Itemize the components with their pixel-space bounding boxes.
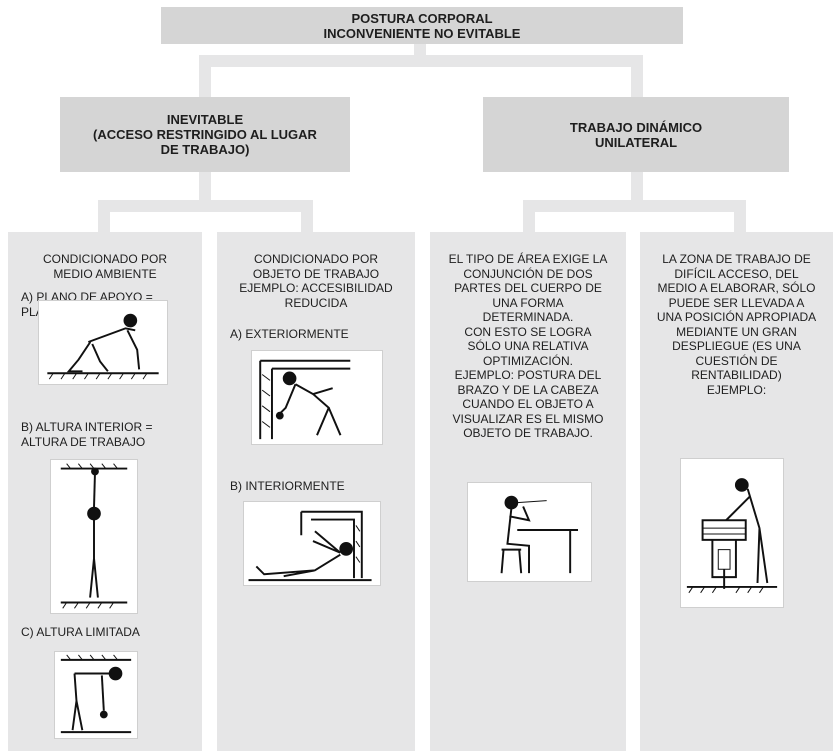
dynamic-work-line2: UNILATERAL bbox=[594, 134, 678, 150]
lying-worker-figure bbox=[243, 501, 381, 586]
hanging-arm-figure bbox=[50, 459, 138, 614]
leaning-machine-worker-figure bbox=[680, 458, 784, 608]
root-box: POSTURA CORPORAL INCONVENIENTE NO EVITAB… bbox=[161, 7, 683, 44]
kneeling-worker-figure bbox=[38, 300, 168, 385]
limited-height-label: C) ALTURA LIMITADA bbox=[21, 625, 140, 639]
column-environment: CONDICIONADO POR MEDIO AMBIENTE A) PLANO… bbox=[8, 232, 202, 751]
column-area-type-text: EL TIPO DE ÁREA EXIGE LA CONJUNCIÓN DE D… bbox=[448, 252, 608, 440]
inevitable-line1: INEVITABLE bbox=[166, 112, 244, 127]
column-difficult-access-text: LA ZONA DE TRABAJO DE DIFÍCIL ACCESO, DE… bbox=[656, 252, 817, 397]
inevitable-line2: (ACCESO RESTRINGIDO AL LUGAR bbox=[93, 127, 317, 142]
exterior-label: A) EXTERIORMENTE bbox=[230, 327, 349, 341]
column-environment-heading: CONDICIONADO POR MEDIO AMBIENTE bbox=[42, 252, 167, 281]
bent-over-figure bbox=[54, 651, 138, 739]
seated-desk-worker-figure bbox=[467, 482, 592, 582]
dynamic-work-line1: TRABAJO DINÁMICO bbox=[569, 119, 703, 135]
column-work-object: CONDICIONADO POR OBJETO DE TRABAJO EJEMP… bbox=[217, 232, 415, 751]
squatting-worker-figure bbox=[251, 350, 383, 445]
inevitable-line3: DE TRABAJO) bbox=[160, 142, 250, 157]
interior-label: B) INTERIORMENTE bbox=[230, 479, 345, 493]
column-difficult-access: LA ZONA DE TRABAJO DE DIFÍCIL ACCESO, DE… bbox=[640, 232, 833, 751]
column-work-object-heading: CONDICIONADO POR OBJETO DE TRABAJO EJEMP… bbox=[239, 252, 393, 310]
interior-height-label: B) ALTURA INTERIOR = ALTURA DE TRABAJO bbox=[21, 420, 153, 449]
column-area-type: EL TIPO DE ÁREA EXIGE LA CONJUNCIÓN DE D… bbox=[430, 232, 626, 751]
root-title-line1: POSTURA CORPORAL bbox=[351, 10, 493, 26]
dynamic-work-box: TRABAJO DINÁMICO UNILATERAL bbox=[483, 97, 789, 172]
root-title-line2: INCONVENIENTE NO EVITABLE bbox=[323, 25, 521, 41]
inevitable-box: INEVITABLE (ACCESO RESTRINGIDO AL LUGAR … bbox=[60, 97, 350, 172]
